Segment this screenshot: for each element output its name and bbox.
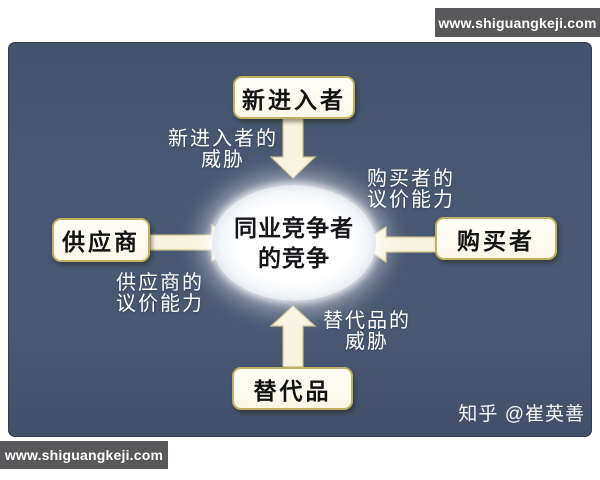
label-threat-of-new-entrants-line1: 新进入者的 <box>168 128 278 150</box>
label-buyer-bargaining-power: 购买者的 议价能力 <box>354 169 468 211</box>
node-buyers: 购买者 <box>435 217 557 260</box>
arrow-down-icon <box>270 118 317 179</box>
label-threat-of-new-entrants-line2: 威胁 <box>201 149 245 171</box>
label-threat-of-substitutes: 替代品的 威胁 <box>316 311 418 353</box>
label-threat-of-substitutes-line2: 威胁 <box>345 331 389 353</box>
label-supplier-bargaining-power-line1: 供应商的 <box>116 272 204 294</box>
label-supplier-bargaining-power-line2: 议价能力 <box>116 293 204 315</box>
center-label: 同业竞争者 的竞争 <box>234 213 354 273</box>
center-ellipse: 同业竞争者 的竞争 <box>212 185 376 301</box>
center-label-line2: 的竞争 <box>258 245 330 271</box>
watermark-banner-top: www.shiguangkeji.com <box>435 8 600 37</box>
arrow-up-icon <box>270 305 317 368</box>
watermark-banner-bottom: www.shiguangkeji.com <box>0 441 168 469</box>
node-substitutes: 替代品 <box>232 367 353 410</box>
label-threat-of-substitutes-line1: 替代品的 <box>323 310 411 332</box>
center-label-line1: 同业竞争者 <box>234 215 354 241</box>
node-suppliers: 供应商 <box>52 218 150 262</box>
attribution-text: 知乎 @崔英善 <box>458 404 585 425</box>
label-buyer-bargaining-power-line1: 购买者的 <box>367 168 455 190</box>
label-buyer-bargaining-power-line2: 议价能力 <box>367 189 455 211</box>
label-threat-of-new-entrants: 新进入者的 威胁 <box>163 129 283 171</box>
label-supplier-bargaining-power: 供应商的 议价能力 <box>101 273 219 315</box>
node-new-entrants: 新进入者 <box>233 76 355 119</box>
